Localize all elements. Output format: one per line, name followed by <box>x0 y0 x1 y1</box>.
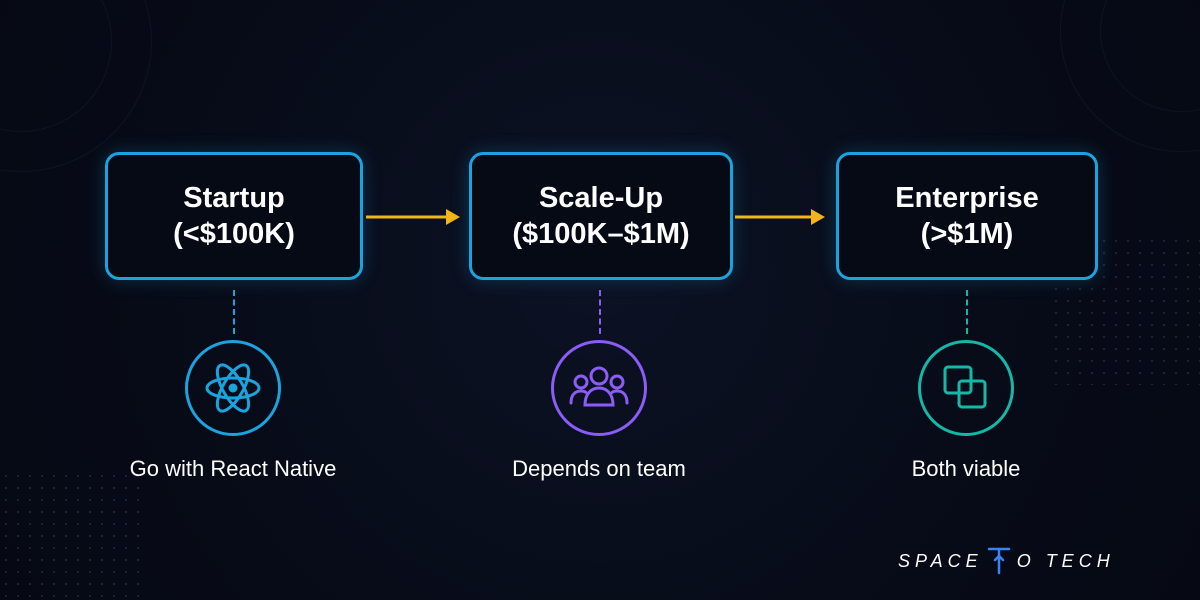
decorative-dot-grid <box>0 470 140 600</box>
stage-title: Startup <box>183 182 285 214</box>
rocket-t-logo-icon <box>987 547 1010 575</box>
dashed-connector <box>233 290 235 334</box>
stage-range: (<$100K) <box>173 218 295 250</box>
brand-text-right: O TECH <box>1016 550 1115 571</box>
overlapping-squares-icon <box>943 365 987 409</box>
brand-text-left: SPACE <box>898 550 983 571</box>
stage-title: Enterprise <box>895 182 1039 214</box>
stage-range: (>$1M) <box>920 218 1014 250</box>
dashed-connector <box>966 290 968 334</box>
icon-circle-scale-up <box>551 340 647 436</box>
recommendation-startup: Go with React Native <box>129 456 337 481</box>
react-atom-icon <box>205 363 261 413</box>
icon-circle-enterprise <box>918 340 1014 436</box>
stage-box-startup: Startup (<$100K) <box>105 152 363 280</box>
stage-title: Scale-Up <box>538 182 664 214</box>
stage-box-enterprise: Enterprise (>$1M) <box>836 152 1098 280</box>
arrow-connector <box>366 209 460 225</box>
recommendation-enterprise: Both viable <box>911 456 1021 481</box>
team-icon <box>569 366 629 407</box>
stage-box-scale-up: Scale-Up ($100K–$1M) <box>469 152 733 280</box>
stage-range: ($100K–$1M) <box>512 218 690 250</box>
dashed-connector <box>599 290 601 334</box>
recommendation-scale-up: Depends on team <box>512 456 686 481</box>
arrow-connector <box>735 209 825 225</box>
icon-circle-startup <box>185 340 281 436</box>
brand-logo: SPACE O TECH <box>898 546 1115 576</box>
